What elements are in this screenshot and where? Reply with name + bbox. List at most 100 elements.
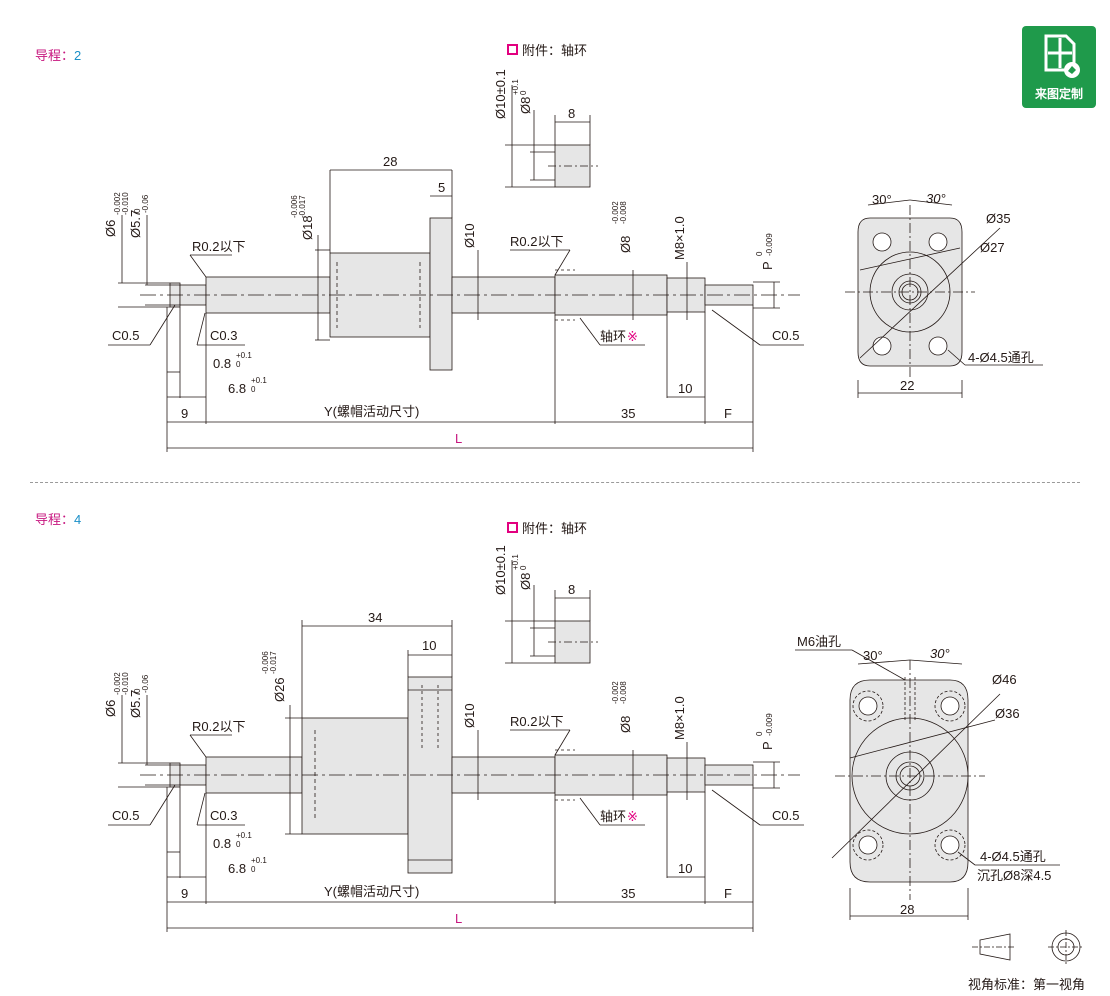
svg-text:Ø6: Ø6 — [103, 700, 118, 717]
svg-text:轴环: 轴环 — [600, 809, 626, 824]
lead-label-2: 导程：4 — [35, 512, 82, 527]
dim-flange-w: 5 — [438, 180, 445, 195]
svg-text:C0.5: C0.5 — [112, 808, 139, 823]
svg-text:-0.006: -0.006 — [290, 195, 299, 218]
svg-text:10: 10 — [422, 638, 436, 653]
collar-length: 8 — [568, 106, 575, 121]
svg-text:Ø26: Ø26 — [272, 677, 287, 702]
svg-text:L: L — [455, 911, 462, 926]
svg-text:R0.2以下: R0.2以下 — [510, 714, 563, 729]
svg-text:4-Ø4.5通孔: 4-Ø4.5通孔 — [980, 849, 1046, 864]
svg-text:8: 8 — [568, 582, 575, 597]
collar-note: 轴环 — [600, 329, 626, 344]
svg-text:0: 0 — [755, 251, 764, 256]
dim-y: Y(螺帽活动尺寸) — [324, 404, 419, 419]
dim-r-right: R0.2以下 — [510, 234, 563, 249]
dim-d2: Ø5.7 — [128, 210, 143, 238]
dim-nut-d: Ø18 — [300, 215, 315, 240]
flange-view-2 — [795, 649, 1060, 920]
dim-r-left: R0.2以下 — [192, 239, 245, 254]
svg-text:-0.008: -0.008 — [619, 201, 628, 224]
dim-screw-d: Ø10 — [462, 223, 477, 248]
dim-p: P — [760, 261, 775, 270]
svg-text:-0.06: -0.06 — [141, 194, 150, 213]
svg-text:10: 10 — [678, 861, 692, 876]
accessory-marker-icon — [507, 522, 518, 533]
svg-text:9: 9 — [181, 886, 188, 901]
svg-text:Ø5.7: Ø5.7 — [128, 690, 143, 718]
svg-text:-0.017: -0.017 — [298, 195, 307, 218]
svg-text:30°: 30° — [863, 648, 883, 663]
section-separator — [30, 482, 1080, 483]
svg-text:+0.1: +0.1 — [236, 831, 252, 840]
fv-holes: 4-Ø4.5通孔 — [968, 350, 1034, 365]
svg-text:R0.2以下: R0.2以下 — [192, 719, 245, 734]
dim-d1: Ø6 — [103, 220, 118, 237]
dim-d3: Ø8 — [618, 236, 633, 253]
accessory-label-2: 附件：轴环 — [507, 518, 587, 537]
svg-text:34: 34 — [368, 610, 382, 625]
svg-text:0: 0 — [519, 90, 528, 95]
dim-f: F — [724, 406, 732, 421]
svg-text:-0.002: -0.002 — [611, 201, 620, 224]
svg-text:30°: 30° — [930, 646, 950, 661]
custom-drawing-badge[interactable]: 来图定制 — [1022, 26, 1096, 108]
svg-text:-0.009: -0.009 — [765, 233, 774, 256]
dim-c03: C0.3 — [210, 328, 237, 343]
svg-text:-0.002: -0.002 — [611, 681, 620, 704]
svg-text:-0.06: -0.06 — [141, 674, 150, 693]
svg-text:6.8: 6.8 — [228, 861, 246, 876]
svg-text:-0.010: -0.010 — [121, 192, 130, 215]
projection-label: 视角标准：第一视角 — [968, 977, 1086, 992]
flange-view-1 — [845, 199, 1043, 398]
svg-text:-0.009: -0.009 — [765, 713, 774, 736]
svg-text:C0.5: C0.5 — [772, 808, 799, 823]
fv-angle2: 30° — [926, 191, 946, 206]
svg-text:+0.1: +0.1 — [511, 79, 520, 95]
svg-text:Ø36: Ø36 — [995, 706, 1020, 721]
svg-text:-0.006: -0.006 — [261, 651, 270, 674]
collar-id: Ø8 — [518, 97, 533, 114]
svg-text:0: 0 — [519, 565, 528, 570]
first-angle-projection-icon — [972, 930, 1084, 964]
svg-text:※: ※ — [627, 809, 638, 824]
svg-text:0: 0 — [236, 840, 241, 849]
dim-9: 9 — [181, 406, 188, 421]
dim-g2: 6.8 — [228, 381, 246, 396]
dim-thread: M8×1.0 — [672, 216, 687, 260]
svg-text:0: 0 — [133, 688, 142, 693]
svg-text:Y(螺帽活动尺寸): Y(螺帽活动尺寸) — [324, 884, 419, 899]
svg-text:Ø10±0.1: Ø10±0.1 — [493, 545, 508, 595]
svg-text:0: 0 — [236, 360, 241, 369]
svg-text:Ø8: Ø8 — [518, 573, 533, 590]
fv-pcd: Ø27 — [980, 240, 1005, 255]
svg-text:0: 0 — [133, 208, 142, 213]
badge-label: 来图定制 — [1034, 87, 1083, 101]
svg-text:F: F — [724, 886, 732, 901]
svg-text:+0.1: +0.1 — [236, 351, 252, 360]
svg-text:-0.002: -0.002 — [113, 672, 122, 695]
svg-text:-0.002: -0.002 — [113, 192, 122, 215]
svg-text:0.8: 0.8 — [213, 836, 231, 851]
fv-angle1: 30° — [872, 192, 892, 207]
dim-c-right: C0.5 — [772, 328, 799, 343]
svg-text:Ø8: Ø8 — [618, 716, 633, 733]
svg-text:-0.017: -0.017 — [269, 651, 278, 674]
svg-text:+0.1: +0.1 — [251, 856, 267, 865]
svg-text:0: 0 — [251, 385, 256, 394]
dim-thread-len: 10 — [678, 381, 692, 396]
accessory-marker-icon — [507, 44, 518, 55]
svg-text:35: 35 — [621, 886, 635, 901]
collar-od: Ø10±0.1 — [493, 69, 508, 119]
svg-text:Ø10: Ø10 — [462, 703, 477, 728]
dim-l: L — [455, 431, 462, 446]
dim-c-left: C0.5 — [112, 328, 139, 343]
dim-nut-len: 28 — [383, 154, 397, 169]
custom-drawing-icon — [1044, 34, 1080, 78]
svg-text:P: P — [760, 741, 775, 750]
svg-text:+0.1: +0.1 — [251, 376, 267, 385]
dim-35: 35 — [621, 406, 635, 421]
svg-text:0: 0 — [251, 865, 256, 874]
dim-g1: 0.8 — [213, 356, 231, 371]
fv-od: Ø35 — [986, 211, 1011, 226]
